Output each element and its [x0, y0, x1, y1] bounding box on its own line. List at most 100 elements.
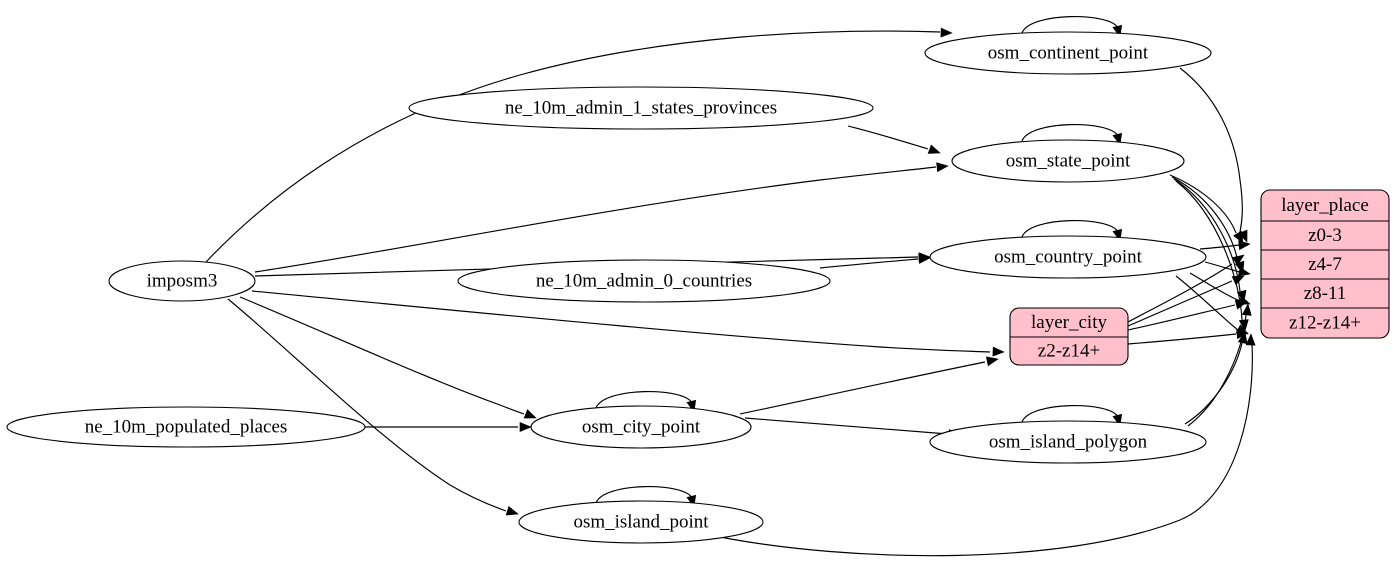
arrowhead-icon: [927, 144, 941, 154]
node-ne_10m_admin_0_countries[interactable]: ne_10m_admin_0_countries: [457, 259, 831, 303]
edge-line: [251, 290, 991, 353]
node-osm_state_point[interactable]: osm_state_point: [951, 139, 1185, 183]
arrowhead-icon: [523, 409, 537, 419]
self-loop-line: [1021, 219, 1119, 238]
edge-line: [239, 296, 525, 415]
record-nodes-layer: layer_cityz2-z14+layer_placez0-3z4-7z8-1…: [1009, 189, 1390, 366]
edge-ne_10m_admin_0_countries-to-osm_country_point: [819, 254, 931, 269]
node-imposm3[interactable]: imposm3: [108, 260, 256, 302]
node-shape-ellipse: [6, 406, 366, 448]
edge-line: [1169, 174, 1237, 234]
node-shape-ellipse: [108, 260, 256, 302]
arrowhead-icon: [519, 422, 532, 432]
edge-osm_country_point-to-layer_place_z0_3: [1199, 240, 1251, 251]
node-shape-ellipse: [929, 420, 1207, 464]
self-loop-line: [1021, 404, 1119, 423]
node-shape-ellipse: [929, 235, 1207, 279]
edge-line: [744, 417, 949, 435]
node-label: imposm3: [147, 270, 218, 291]
edge-line: [1187, 314, 1247, 427]
record-row-label-layer_place_z4_7[interactable]: z4-7: [1308, 254, 1342, 275]
edge-layer_city-to-layer_place_z4_7: [1127, 275, 1245, 327]
arrowhead-icon: [936, 162, 949, 173]
edge-line: [1171, 176, 1239, 263]
self-loop-line: [595, 390, 693, 409]
edge-line: [1127, 263, 1233, 323]
arrowhead-icon: [505, 505, 519, 516]
node-osm_continent_point[interactable]: osm_continent_point: [924, 31, 1212, 75]
node-label: ne_10m_populated_places: [85, 416, 288, 437]
edge-layer_city-to-layer_place_z12_14: [1127, 329, 1249, 345]
node-shape-ellipse: [518, 500, 764, 544]
edge-osm_city_point-to-osm_island_polygon: [744, 417, 961, 439]
edge-line: [1184, 342, 1243, 425]
edge-line: [1189, 272, 1241, 302]
node-label: ne_10m_admin_0_countries: [536, 270, 752, 291]
record-row-label-layer_place_z8_11[interactable]: z8-11: [1304, 283, 1347, 304]
node-shape-ellipse: [408, 86, 874, 130]
edge-osm_state_point-to-layer_place_z0_3: [1169, 174, 1244, 244]
edge-line: [1127, 333, 1237, 345]
edge-line: [1179, 67, 1243, 233]
arrowhead-icon: [992, 346, 1005, 357]
edge-line: [819, 258, 919, 269]
edge-imposm3-to-osm_continent_point: [205, 27, 953, 263]
edge-osm_continent_point-to-layer_place_z0_3: [1179, 67, 1248, 243]
record-box-shape: [1260, 189, 1390, 339]
node-label: osm_city_point: [582, 416, 701, 437]
arrowhead-icon: [1238, 240, 1251, 251]
self-loop-line: [1021, 123, 1119, 142]
record-row-label-layer_city_z2[interactable]: z2-z14+: [1038, 340, 1100, 361]
arrowhead-icon: [985, 356, 999, 367]
node-label: osm_island_point: [573, 511, 709, 532]
edge-layer_city-to-layer_place_z0_3: [1127, 254, 1245, 323]
arrowhead-icon: [1241, 303, 1252, 316]
edge-osm_city_point-to-layer_city: [739, 356, 999, 415]
node-osm_city_point[interactable]: osm_city_point: [530, 405, 752, 449]
record-row-label-layer_place_z12_14[interactable]: z12-z14+: [1289, 312, 1361, 333]
edge-line: [1199, 244, 1241, 250]
edge-osm_island_point-to-layer_place_z12_14: [719, 333, 1256, 557]
node-label: osm_country_point: [994, 246, 1142, 267]
edge-line: [847, 125, 929, 150]
arrowhead-icon: [1233, 230, 1244, 244]
edge-line: [254, 166, 937, 273]
edge-line: [1175, 275, 1239, 331]
arrowhead-icon: [1234, 299, 1248, 310]
edge-imposm3-to-osm_island_point: [227, 298, 519, 516]
node-shape-ellipse: [530, 405, 752, 449]
node-osm_island_point[interactable]: osm_island_point: [518, 500, 764, 544]
edge-ne_10m_populated_places-to-osm_city_point: [365, 422, 532, 432]
node-osm_island_polygon[interactable]: osm_island_polygon: [929, 420, 1207, 464]
node-label: osm_state_point: [1006, 150, 1131, 171]
edge-line: [739, 361, 986, 415]
self-loop-line: [595, 485, 693, 504]
node-label: osm_island_polygon: [989, 431, 1148, 452]
arrowhead-icon: [1231, 275, 1245, 286]
node-ne_10m_admin_1_states_provinces[interactable]: ne_10m_admin_1_states_provinces: [408, 86, 874, 130]
node-shape-ellipse: [457, 259, 831, 303]
arrowhead-icon: [1238, 319, 1249, 332]
record-row-label-layer_place_z0_3[interactable]: z0-3: [1308, 225, 1342, 246]
node-label: osm_continent_point: [988, 42, 1149, 63]
edge-layer_city-to-layer_place_z8_11: [1127, 299, 1248, 331]
node-osm_country_point[interactable]: osm_country_point: [929, 235, 1207, 279]
node-shape-ellipse: [951, 139, 1185, 183]
edge-line: [1173, 178, 1241, 292]
node-ne_10m_populated_places[interactable]: ne_10m_populated_places: [6, 406, 366, 448]
edge-imposm3-to-layer_city: [251, 290, 1005, 357]
node-label: ne_10m_admin_1_states_provinces: [505, 97, 777, 118]
edge-osm_state_point-to-layer_place_z8_11: [1173, 178, 1247, 303]
edge-line: [1127, 304, 1236, 331]
arrowhead-icon: [918, 254, 931, 264]
arrowhead-icon: [1237, 331, 1248, 345]
arrowhead-icon: [940, 27, 953, 38]
arrowhead-icon: [1231, 254, 1245, 266]
edge-osm_island_polygon-to-layer_place_z8_11: [1187, 303, 1252, 427]
arrowhead-icon: [1245, 333, 1256, 346]
edge-line: [205, 30, 941, 263]
